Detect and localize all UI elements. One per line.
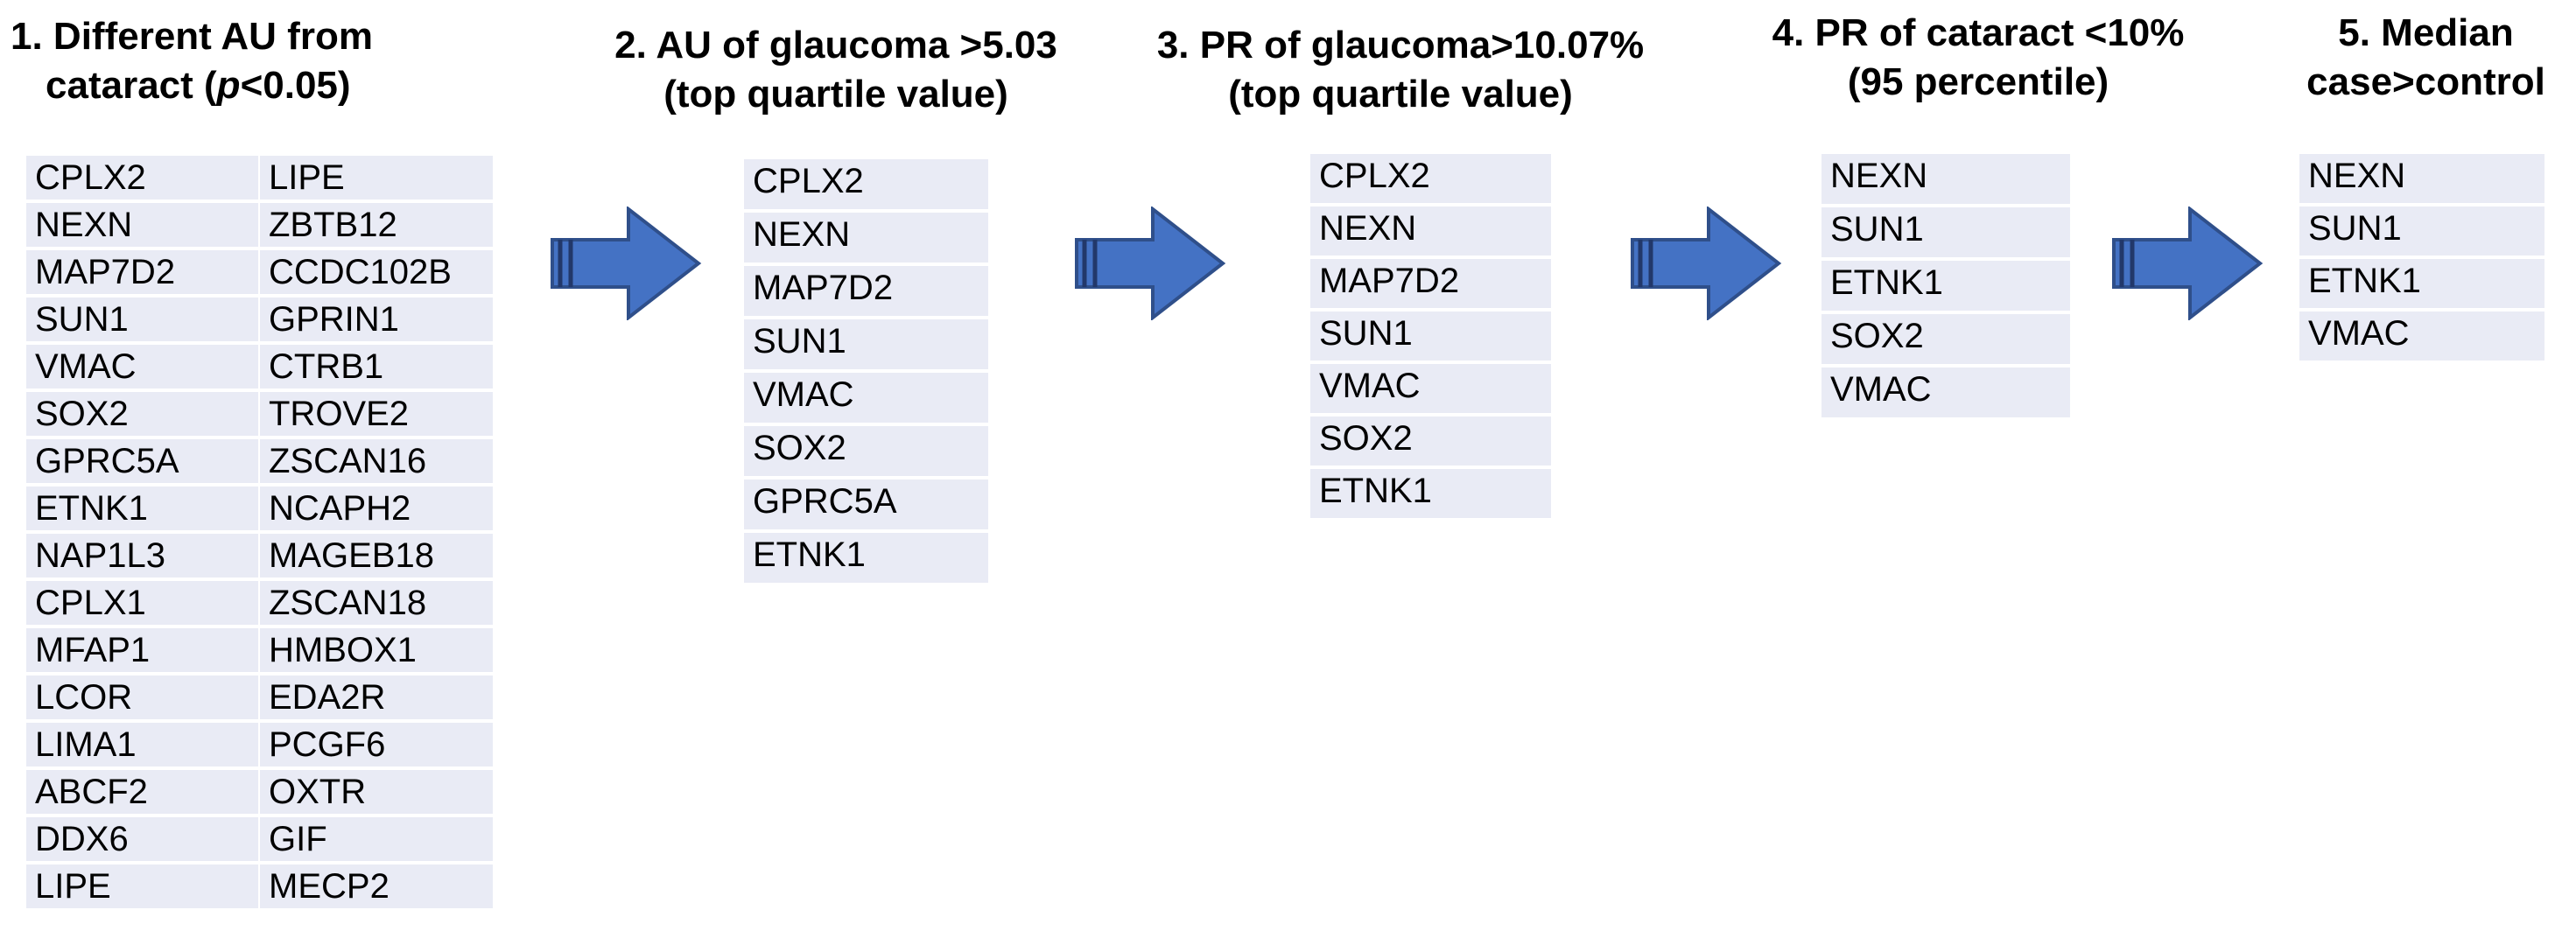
gene-cell: MFAP1	[26, 628, 258, 676]
gene-cell: PCGF6	[260, 723, 493, 770]
gene-cell: CCDC102B	[260, 250, 493, 298]
gene-cell: GPRC5A	[26, 439, 258, 486]
gene-cell: VMAC	[2299, 312, 2544, 364]
gene-cell: NCAPH2	[260, 486, 493, 534]
gene-cell: ZBTB12	[260, 203, 493, 250]
gene-cell: SUN1	[1821, 207, 2070, 261]
gene-cell: VMAC	[1310, 364, 1551, 416]
gene-cell: VMAC	[1821, 368, 2070, 421]
step-1-title-line-2: cataract (p<0.05)	[46, 64, 351, 107]
gene-cell: NEXN	[1821, 154, 2070, 207]
gene-cell: LIMA1	[26, 723, 258, 770]
gene-cell: TROVE2	[260, 392, 493, 439]
gene-cell: OXTR	[260, 770, 493, 817]
arrow-right-icon	[2112, 206, 2264, 320]
gene-cell: GPRIN1	[260, 298, 493, 345]
gene-cell: VMAC	[744, 373, 988, 426]
gene-cell: NEXN	[26, 203, 258, 250]
gene-cell: ZSCAN16	[260, 439, 493, 486]
gene-cell: SOX2	[1821, 314, 2070, 368]
gene-cell: MECP2	[260, 864, 493, 912]
gene-cell: ZSCAN18	[260, 581, 493, 628]
gene-cell: SUN1	[1310, 312, 1551, 364]
gene-cell: GPRC5A	[744, 480, 988, 533]
step-3-title: 3. PR of glaucoma>10.07% (top quartile v…	[1112, 21, 1689, 119]
step-4-title: 4. PR of cataract <10% (95 percentile)	[1724, 9, 2232, 107]
gene-cell: EDA2R	[260, 676, 493, 723]
gene-cell: MAGEB18	[260, 534, 493, 581]
gene-cell: SUN1	[2299, 206, 2544, 259]
step-3-title-line-2: (top quartile value)	[1228, 73, 1573, 116]
gene-cell: SOX2	[744, 426, 988, 480]
gene-cell: ETNK1	[26, 486, 258, 534]
gene-cell: ETNK1	[1821, 261, 2070, 314]
arrow-right-icon	[1631, 206, 1782, 320]
gene-cell: CPLX2	[1310, 154, 1551, 206]
gene-cell: NAP1L3	[26, 534, 258, 581]
step-1-title: 1. Different AU from cataract (p<0.05)	[11, 12, 373, 110]
gene-cell: SUN1	[26, 298, 258, 345]
gene-cell: NEXN	[1310, 206, 1551, 259]
gene-cell: LIPE	[26, 864, 258, 912]
arrow-right-icon	[551, 206, 702, 320]
gene-cell: MAP7D2	[1310, 259, 1551, 312]
gene-cell: NEXN	[2299, 154, 2544, 206]
step-5-title: 5. Median case>control	[2276, 9, 2576, 107]
step-2-title-line-1: 2. AU of glaucoma >5.03	[614, 24, 1057, 66]
gene-cell: MAP7D2	[744, 266, 988, 319]
gene-cell: CTRB1	[260, 345, 493, 392]
step-3-title-line-1: 3. PR of glaucoma>10.07%	[1156, 24, 1645, 66]
gene-cell: GIF	[260, 817, 493, 864]
step-2-title-line-2: (top quartile value)	[663, 73, 1008, 116]
gene-cell: SUN1	[744, 319, 988, 373]
step-5-title-line-2: case>control	[2306, 60, 2545, 103]
step-2-title: 2. AU of glaucoma >5.03 (top quartile va…	[573, 21, 1098, 119]
step-1-title-line-1: 1. Different AU from	[11, 15, 373, 58]
step-5-title-line-1: 5. Median	[2338, 11, 2514, 54]
gene-cell: LIPE	[260, 156, 493, 203]
step-4-title-line-2: (95 percentile)	[1847, 60, 2109, 103]
gene-cell: ETNK1	[744, 533, 988, 586]
gene-cell: SOX2	[26, 392, 258, 439]
gene-cell: LCOR	[26, 676, 258, 723]
gene-cell: ABCF2	[26, 770, 258, 817]
gene-cell: ETNK1	[1310, 469, 1551, 522]
gene-cell: SOX2	[1310, 416, 1551, 469]
gene-cell: VMAC	[26, 345, 258, 392]
gene-cell: NEXN	[744, 213, 988, 266]
gene-cell: ETNK1	[2299, 259, 2544, 312]
gene-cell: MAP7D2	[26, 250, 258, 298]
gene-cell: HMBOX1	[260, 628, 493, 676]
gene-cell: CPLX2	[744, 159, 988, 213]
step-4-title-line-1: 4. PR of cataract <10%	[1772, 11, 2185, 54]
gene-cell: DDX6	[26, 817, 258, 864]
gene-cell: CPLX2	[26, 156, 258, 203]
arrow-right-icon	[1075, 206, 1226, 320]
gene-cell: CPLX1	[26, 581, 258, 628]
